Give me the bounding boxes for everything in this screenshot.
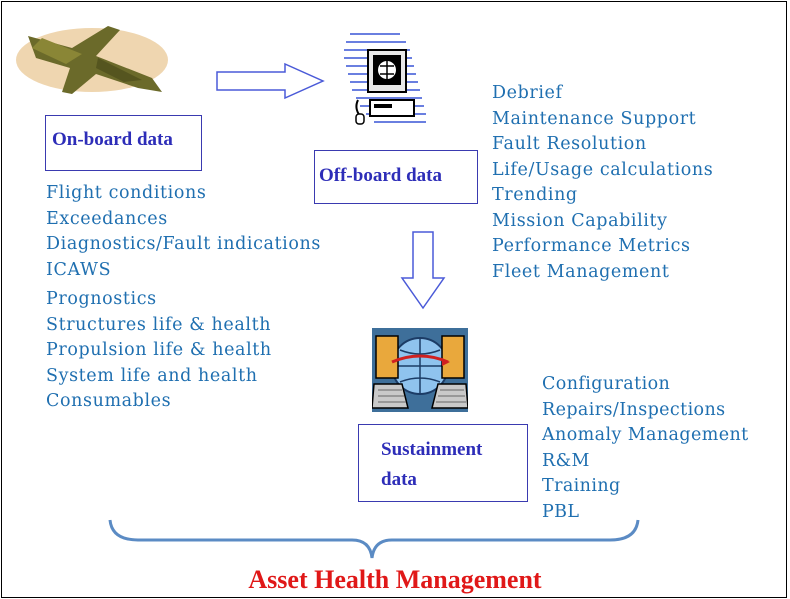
list-item: PBL (542, 501, 580, 522)
offboard-data-list: Debrief Maintenance Support Fault Resolu… (492, 81, 713, 285)
list-item: Consumables (46, 391, 172, 411)
onboard-data-title: On-board data (52, 129, 173, 150)
down-arrow-icon (400, 231, 446, 310)
list-item: Life/Usage calculations (492, 159, 714, 180)
list-item: Exceedances (46, 208, 168, 229)
sustainment-data-title-line2: data (381, 469, 417, 490)
list-item: Fault Resolution (492, 134, 647, 154)
sustainment-data-title-line1: Sustainment (381, 439, 483, 460)
list-item: Debrief (492, 83, 563, 103)
list-item: Performance Metrics (492, 236, 691, 256)
list-item: Training (542, 476, 621, 496)
list-item: Mission Capability (492, 210, 668, 231)
sustainment-data-box: Sustainment data (358, 424, 528, 502)
computer-terminal-icon (344, 33, 426, 125)
sustainment-data-list: Configuration Repairs/Inspections Anomal… (542, 372, 749, 525)
curly-brace-icon (108, 519, 640, 559)
offboard-data-box: Off-board data (314, 150, 478, 204)
onboard-data-box: On-board data (45, 115, 202, 171)
list-item: Repairs/Inspections (542, 399, 726, 420)
aircraft-icon (16, 26, 168, 94)
list-item: Structures life & health (46, 314, 272, 335)
list-item: Anomaly Management (542, 425, 749, 445)
list-item: Configuration (542, 374, 671, 394)
list-item: Diagnostics/Fault indications (46, 234, 321, 254)
list-item: System life and health (46, 365, 258, 386)
onboard-data-list: Flight conditions Exceedances Diagnostic… (46, 181, 321, 415)
network-computers-icon (372, 328, 468, 412)
right-arrow-icon (216, 62, 325, 100)
list-item: R&M (542, 450, 590, 471)
list-item: Flight conditions (46, 183, 207, 203)
list-item: Propulsion life & health (46, 340, 272, 360)
list-item: Prognostics (46, 289, 157, 309)
page-title: Asset Health Management (248, 565, 542, 594)
offboard-data-title: Off-board data (319, 165, 442, 186)
list-item: ICAWS (46, 259, 112, 280)
list-item: Maintenance Support (492, 108, 697, 129)
list-item: Trending (492, 185, 578, 205)
list-item: Fleet Management (492, 261, 670, 282)
